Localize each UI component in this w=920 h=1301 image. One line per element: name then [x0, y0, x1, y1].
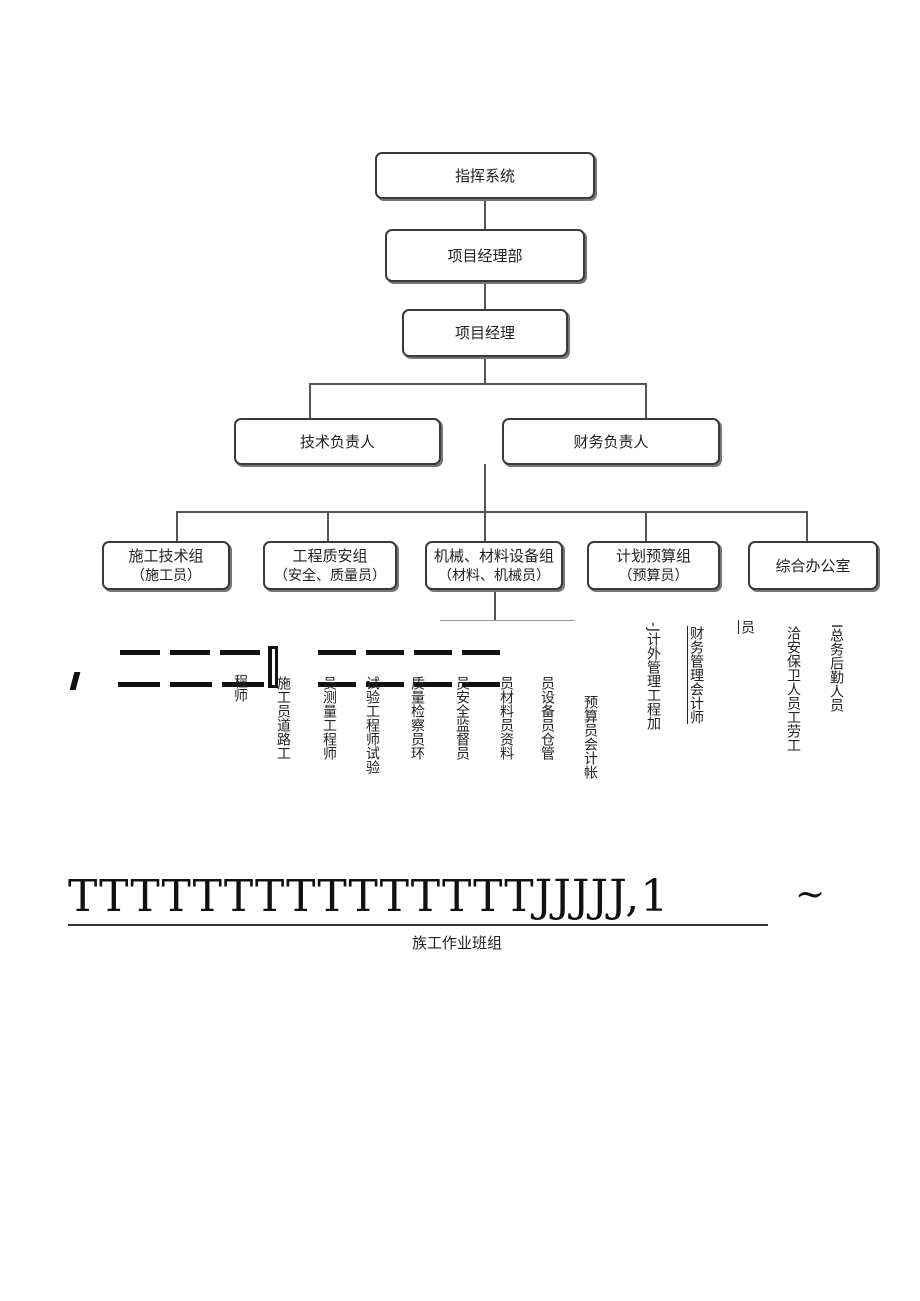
node-label: 财务负责人	[573, 432, 649, 451]
staff-label: -J计外管理工程加	[645, 622, 661, 730]
connector	[484, 464, 486, 512]
underline-rule	[68, 924, 768, 926]
node-label: 计划预算组	[615, 546, 691, 565]
dash-mark	[118, 682, 160, 687]
connector	[806, 511, 808, 543]
bracket-mark	[268, 646, 278, 688]
connector	[327, 511, 329, 543]
connector	[309, 383, 311, 419]
dash-mark	[366, 650, 404, 655]
node-finance-lead: 财务负责人	[502, 418, 720, 465]
dash-mark	[222, 682, 264, 687]
staff-label: 施工员道路工	[275, 676, 291, 760]
node-sublabel: （预算员）	[618, 567, 689, 584]
connector	[484, 356, 486, 384]
dash-mark	[318, 682, 356, 687]
node-label: 项目经理部	[447, 246, 523, 265]
dash-mark	[462, 682, 500, 687]
staff-label: 员材料员资料	[498, 676, 514, 760]
node-quality-safety-group: 工程质安组 （安全、质量员）	[263, 541, 397, 590]
connector	[176, 511, 178, 543]
connector	[440, 620, 575, 621]
connector	[494, 590, 496, 620]
connector	[484, 198, 486, 230]
comma-mark	[69, 672, 81, 690]
node-label: 工程质安组	[292, 546, 368, 565]
connector	[645, 383, 647, 419]
node-sublabel: （材料、机械员）	[438, 567, 550, 584]
connector	[484, 282, 486, 310]
node-label: 综合办公室	[775, 556, 851, 575]
staff-label: I总务后勤人员	[828, 624, 844, 713]
staff-label: 员设备员仓管	[539, 676, 555, 760]
staff-label: 员测量工程师	[321, 676, 337, 760]
staff-label: 质量检察员环	[409, 676, 425, 760]
node-label: 技术负责人	[299, 432, 375, 451]
staff-label: 预算员会计帐	[582, 695, 598, 779]
connector	[645, 511, 647, 543]
dash-mark	[170, 650, 210, 655]
node-command-system: 指挥系统	[375, 152, 595, 199]
staff-label: 财务管理会计师	[688, 626, 704, 724]
staff-label: 洽安保卫人员工劳工	[785, 626, 801, 752]
dash-mark	[120, 650, 160, 655]
connector	[309, 383, 647, 385]
staff-label: 员安全监督员	[454, 676, 470, 760]
node-project-department: 项目经理部	[385, 229, 585, 282]
node-label: 项目经理	[454, 324, 515, 342]
staff-label: 员	[739, 620, 755, 634]
dash-mark	[462, 650, 500, 655]
bottom-label: 族工作业班组	[412, 934, 503, 952]
tilde-mark: ~	[795, 874, 827, 915]
staff-label: 试验工程师试验	[364, 676, 380, 774]
node-general-office: 综合办公室	[748, 541, 878, 590]
staff-label: 程师	[232, 674, 248, 702]
node-sublabel: （安全、质量员）	[274, 567, 386, 584]
dash-mark	[170, 682, 212, 687]
dash-mark	[318, 650, 356, 655]
node-equipment-materials-group: 机械、材料设备组 （材料、机械员）	[425, 541, 563, 590]
node-budget-planning-group: 计划预算组 （预算员）	[587, 541, 720, 590]
dash-mark	[366, 682, 404, 687]
node-sublabel: （施工员）	[131, 567, 201, 584]
node-project-manager: 项目经理	[402, 309, 568, 357]
node-technical-lead: 技术负责人	[234, 418, 441, 465]
dash-mark	[220, 650, 260, 655]
dash-mark	[414, 682, 452, 687]
node-label: 施工技术组	[128, 546, 204, 565]
connector	[176, 511, 808, 513]
node-label: 指挥系统	[454, 166, 515, 185]
node-label: 机械、材料设备组	[433, 546, 554, 565]
connector	[484, 511, 486, 543]
dash-mark	[414, 650, 452, 655]
node-construction-tech-group: 施工技术组 （施工员）	[102, 541, 230, 590]
glyph-row: TTTTTTTTTTTTTTTJJJJJ,1	[68, 871, 670, 922]
